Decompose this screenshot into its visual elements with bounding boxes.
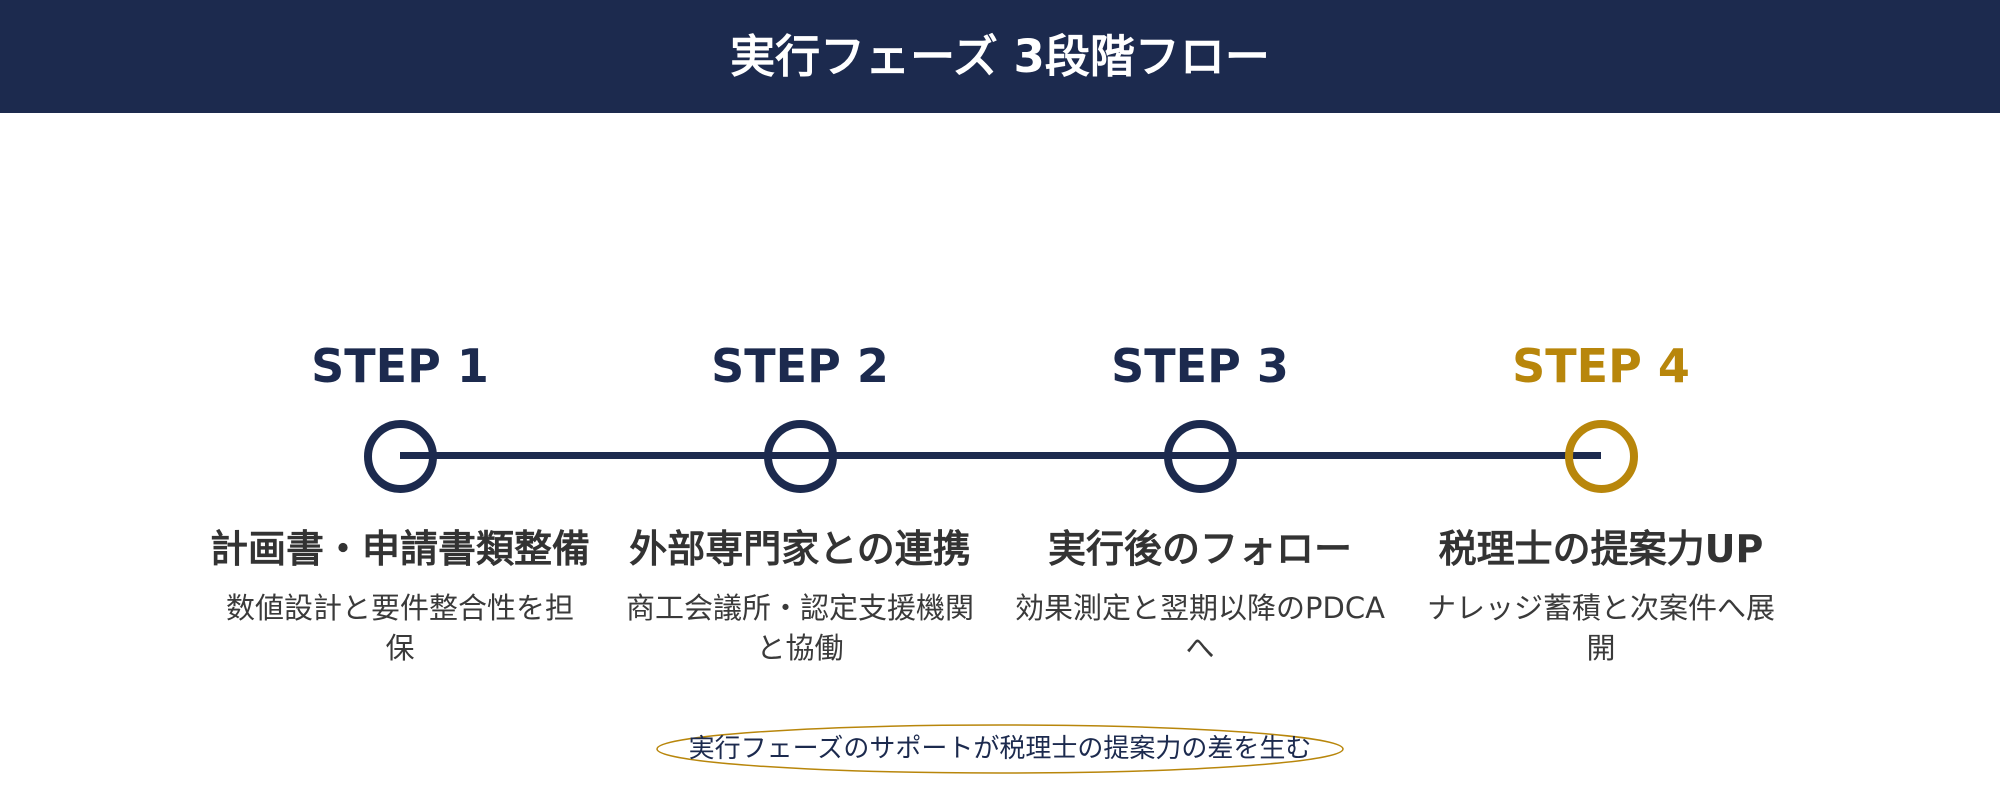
step-2-description: 商工会議所・認定支援機関と協働 (625, 591, 974, 665)
step-2-label: STEP 2 (711, 339, 889, 393)
step-4-node (1564, 420, 1638, 493)
step-3-label: STEP 3 (1111, 339, 1289, 393)
step-2-title: 外部専門家との連携 (629, 527, 971, 571)
header-bar: 実行フェーズ 3段階フロー (0, 0, 2000, 113)
step-3-title: 実行後のフォロー (1047, 527, 1352, 571)
summary-note-text: 実行フェーズのサポートが税理士の提案力の差を生む (688, 734, 1312, 764)
step-3-description: 効果測定と翌期以降のPDCAへ (1015, 591, 1385, 665)
step-3-node (1163, 420, 1237, 493)
step-1-title: 計画書・申請書類整備 (209, 527, 590, 571)
summary-note: 実行フェーズのサポートが税理士の提案力の差を生む (655, 723, 1345, 775)
step-4-title: 税理士の提案力UP (1438, 527, 1764, 571)
step-1-description: 数値設計と要件整合性を担保 (225, 591, 574, 665)
step-4-description: ナレッジ蓄積と次案件へ展開 (1426, 591, 1775, 665)
step-4-label: STEP 4 (1512, 339, 1690, 393)
timeline-connector (400, 452, 1601, 459)
page-title: 実行フェーズ 3段階フロー (730, 30, 1270, 83)
note-ellipse-outline (656, 724, 1344, 774)
step-1-node (363, 420, 437, 493)
step-1-label: STEP 1 (311, 339, 489, 393)
step-2-node (763, 420, 837, 493)
